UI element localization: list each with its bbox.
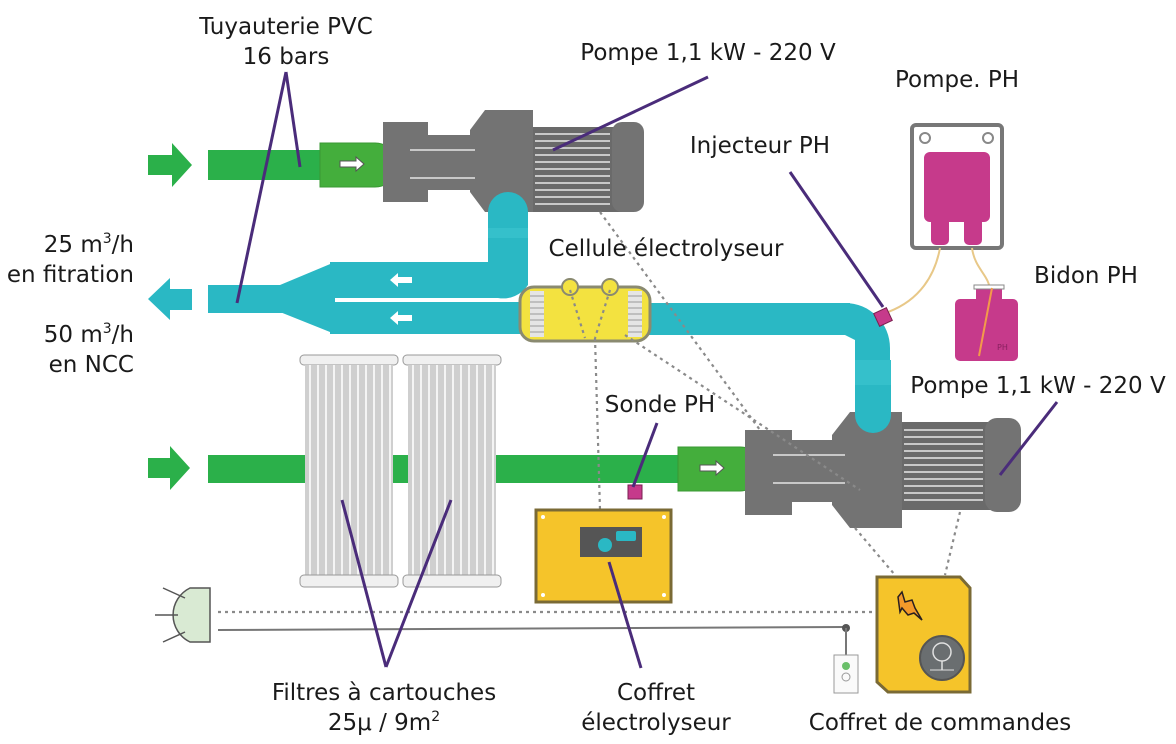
svg-text:50 m3/h: 50 m3/h (44, 321, 134, 348)
return-lower-branch (330, 302, 530, 334)
cartridge-filter-1 (299, 354, 399, 588)
svg-text:Filtres à cartouches: Filtres à cartouches (272, 680, 496, 706)
top-intake-line (148, 142, 398, 188)
flow-arrow-icon-return-1 (390, 273, 412, 287)
return-arrow-icon (148, 278, 192, 320)
return-outlet-pipe (208, 285, 283, 313)
main-control-box (875, 575, 972, 694)
intake-arrow-icon-bottom (148, 446, 190, 490)
electrical-wiring (217, 211, 962, 655)
flow-arrow-icon-return-2 (390, 311, 412, 325)
flow-arrow-icon-bottom (699, 459, 725, 477)
bottom-pump-motor-ribs (904, 429, 983, 501)
cartridge-filters (299, 354, 502, 588)
flow-arrow-icon-top (339, 155, 365, 173)
flow-filtration-label: 25 m3/h en fitration (7, 231, 134, 288)
pump-switch (833, 654, 859, 694)
intake-arrow-icon-top (148, 143, 192, 187)
electrolysis-cell-label: Cellule électrolyseur (549, 236, 785, 262)
electrolysis-cell (518, 278, 652, 343)
ph-probe (627, 484, 643, 500)
cartridge-filters-label: Filtres à cartouches 25μ / 9m2 (272, 680, 496, 736)
timer-dial-icon (919, 635, 965, 681)
electrolysis-box-label: Coffret électrolyseur (581, 680, 731, 736)
svg-text:en fitration: en fitration (7, 262, 134, 288)
control-pad-icon (598, 538, 612, 552)
svg-text:électrolyseur: électrolyseur (581, 710, 731, 736)
return-main-pipe (640, 303, 850, 335)
svg-text:Coffret: Coffret (617, 680, 695, 706)
svg-text:25μ / 9m2: 25μ / 9m2 (328, 709, 440, 736)
pump-top-label: Pompe 1,1 kW - 220 V (580, 40, 836, 66)
ph-probe-label: Sonde PH (605, 392, 715, 418)
top-pump-motor-ribs (535, 133, 610, 205)
ph-pump-label: Pompe. PH (895, 67, 1019, 93)
lightning-icon (897, 590, 923, 621)
flow-ncc-label: 50 m3/h en NCC (44, 321, 134, 378)
ph-pump (910, 123, 1004, 250)
ph-tank-label: Bidon PH (1034, 263, 1138, 289)
leader-lines (235, 71, 1059, 669)
ph-tank-mark: PH (997, 343, 1008, 352)
return-line (148, 192, 891, 433)
return-reducer (280, 262, 335, 334)
bottom-pump (745, 395, 1021, 528)
pipe-pvc-label: Tuyauterie PVC 16 bars (198, 14, 373, 70)
ph-injector (873, 307, 893, 327)
svg-text:25 m3/h: 25 m3/h (44, 231, 134, 258)
alarm-light-icon (155, 587, 211, 643)
pump-bottom-label: Pompe 1,1 kW - 220 V (910, 373, 1166, 399)
cartridge-filter-2 (402, 354, 502, 588)
control-box-label: Coffret de commandes (809, 710, 1071, 736)
ph-tank: PH (955, 284, 1018, 361)
ph-tube-to-injector (887, 247, 941, 313)
top-pump (383, 110, 644, 212)
svg-text:Tuyauterie PVC: Tuyauterie PVC (198, 14, 373, 40)
svg-text:en NCC: en NCC (49, 352, 134, 378)
ph-injector-label: Injecteur PH (690, 133, 830, 159)
svg-text:16 bars: 16 bars (243, 44, 330, 70)
electrolysis-control-box (534, 508, 673, 604)
